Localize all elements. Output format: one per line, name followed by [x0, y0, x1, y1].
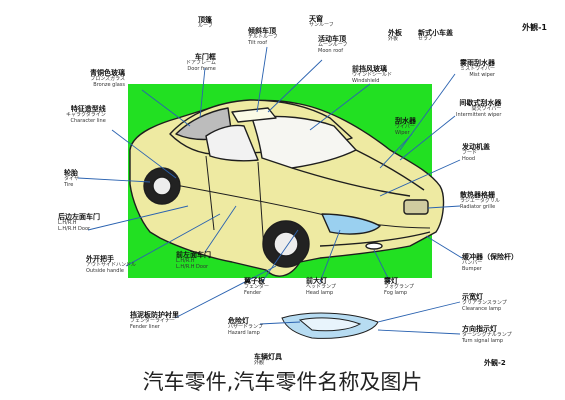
lamp-closeup	[281, 312, 379, 339]
image-caption: 汽车零件,汽车零件名称及图片	[142, 370, 423, 394]
pointer-lines	[77, 46, 463, 335]
footer-left: 外観-2	[484, 359, 506, 367]
label-roof-panel: 顶篷ルーフ	[198, 16, 213, 30]
label-exterior-top: 外板外板	[388, 29, 402, 43]
header-right: 外観-1	[522, 23, 547, 32]
label-footer-note: 车辆灯具外観	[254, 353, 282, 367]
car-body	[129, 99, 445, 277]
label-sunroof: 天窗サンルーフ	[309, 15, 334, 29]
label-small-cover: 新式小车盖セラノ	[418, 29, 453, 43]
